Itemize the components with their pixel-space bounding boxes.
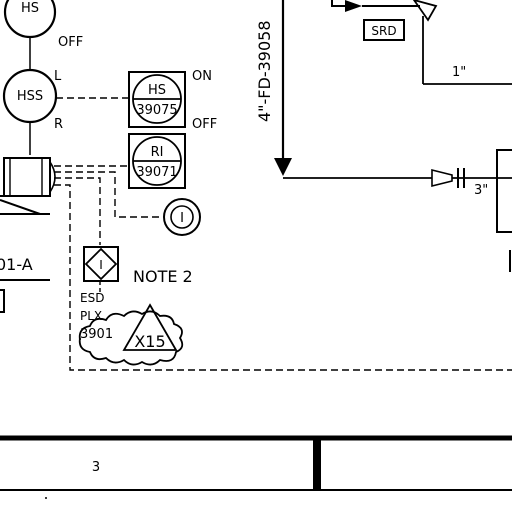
revision-label: X15 [134, 332, 165, 351]
hs-top-off-label: OFF [58, 35, 83, 50]
diamond-signal-line [54, 177, 101, 245]
plx-label: PLX [80, 309, 102, 323]
esd-signal-line [54, 184, 512, 371]
note-2-label: NOTE 2 [133, 267, 193, 286]
i-signal-line [54, 171, 163, 218]
hs-top-label: HS [21, 1, 39, 16]
i-diamond-instrument[interactable]: I [83, 246, 119, 282]
srd-label: SRD [371, 24, 396, 38]
plx-tag-label: 3901 [80, 327, 113, 342]
hss-r-label: R [54, 117, 63, 132]
ri-39071-tag: 39071 [136, 165, 177, 180]
top-pipe [331, 0, 345, 7]
relief-valve[interactable] [412, 0, 438, 22]
hss-label: HSS [17, 89, 43, 104]
title-block-zone: 3 [92, 460, 100, 475]
ri-39071-instrument[interactable]: RI 39071 [128, 133, 186, 189]
hs-top-bubble[interactable]: HS [3, 0, 57, 39]
right-equipment-fragment [496, 149, 512, 233]
srd-box[interactable] [363, 19, 405, 41]
equipment-motor[interactable] [0, 157, 56, 215]
hs-39075-type: HS [148, 83, 166, 98]
pipe-size-right-label: 3" [474, 183, 488, 198]
hs-39075-on-label: ON [192, 69, 212, 84]
title-block-dot [45, 497, 47, 499]
hs-39075-off-label: OFF [192, 117, 217, 132]
hs-39075-instrument[interactable]: HS 39075 [128, 71, 186, 128]
esd-label: ESD [80, 291, 104, 305]
top-arrow [345, 0, 362, 12]
revision-cloud[interactable]: 3901 X15 [78, 303, 184, 366]
equipment-box-fragment [0, 289, 5, 313]
hss-bubble[interactable]: HSS [2, 68, 58, 124]
fd-39058-label: 4"-FD-39058 [255, 20, 274, 122]
equipment-tag: 01-A [0, 255, 33, 274]
pipe-size-top-label: 1" [452, 65, 466, 80]
revision-triangle [122, 303, 178, 351]
reducer-symbol[interactable] [431, 168, 453, 188]
hss-l-label: L [54, 69, 62, 84]
i-diamond-label: I [99, 258, 103, 272]
i-bubble-label: I [180, 211, 184, 226]
i-bubble-instrument[interactable]: I [163, 198, 201, 236]
fd-39058-arrow [274, 158, 292, 176]
ri-39071-type: RI [151, 145, 164, 160]
hs-39075-tag: 39075 [136, 103, 177, 118]
